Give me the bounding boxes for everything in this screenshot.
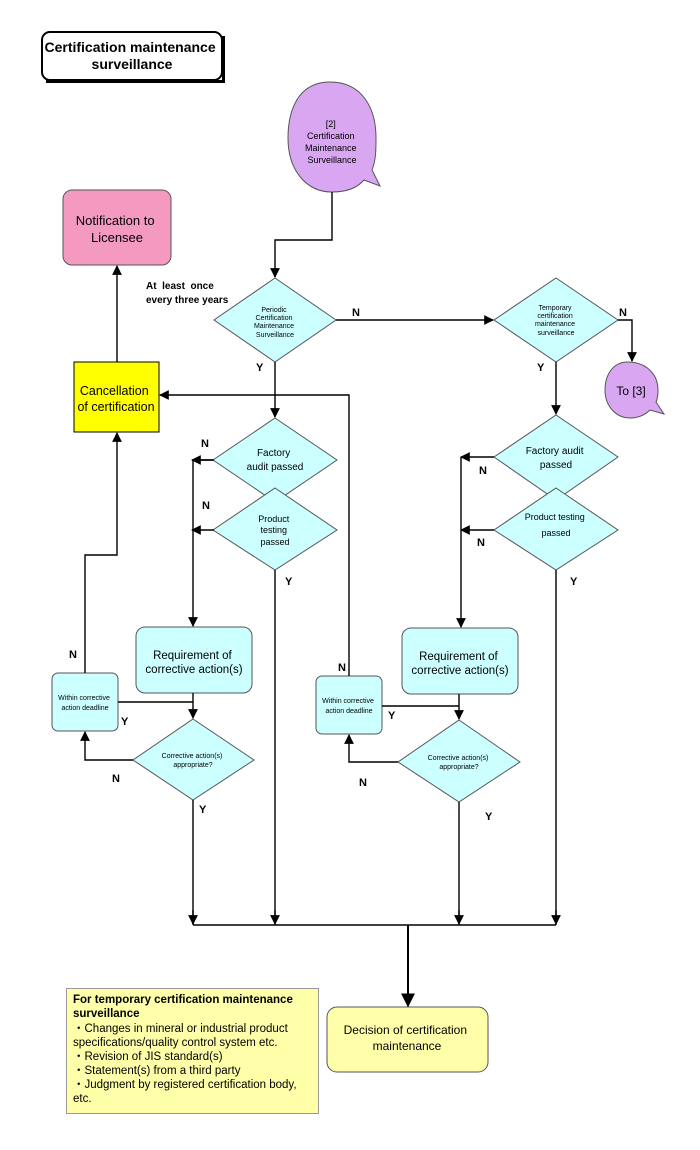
- title-box: Certification maintenance surveillance: [41, 31, 225, 83]
- label-appropriate-right-y: Y: [485, 811, 493, 823]
- appropriate-right: Corrective action(s) appropriate?: [397, 719, 521, 803]
- connectors: [80, 192, 637, 1008]
- svg-text:Within corrective action: Within corrective action deadline: [58, 695, 112, 712]
- start-node: [2] Certification Maintenance Surveillan…: [287, 81, 382, 193]
- label-deadline-left-n: N: [69, 649, 77, 661]
- svg-text:Product testing pa: Product testing passed: [258, 514, 292, 547]
- label-appropriate-right-n: N: [359, 777, 367, 789]
- svg-text:[2] Certification: [2] Certification Maintenance Surveillan…: [305, 119, 359, 165]
- note-title: For temporary certification maintenance …: [73, 994, 293, 1020]
- decision-node: Decision of certification maintenance: [326, 1006, 489, 1073]
- deadline-left: Within corrective action deadline: [51, 672, 119, 732]
- svg-text:Temporary certification: Temporary certification maintenance surv…: [535, 305, 577, 337]
- temporary-surveillance-note: For temporary certification maintenance …: [66, 988, 319, 1114]
- label-periodic-y: Y: [256, 362, 264, 374]
- factory-audit-left: Factory audit passed: [212, 417, 338, 503]
- svg-text:Certification maintenance: Certification maintenance surveillance: [44, 39, 219, 72]
- note-item: ・Statement(s) from a third party: [73, 1065, 241, 1077]
- svg-text:Notification to Licensee: Notification to Licensee: [76, 213, 158, 245]
- notification-node: Notification to Licensee: [62, 189, 172, 266]
- product-testing-left: Product testing passed: [212, 487, 338, 571]
- deadline-right: Within corrective action deadline: [315, 675, 383, 735]
- to-3-node: To [3]: [604, 361, 666, 419]
- svg-text:Requirement of correctiv: Requirement of corrective action(s): [145, 650, 242, 676]
- svg-text:Requirement of correctiv: Requirement of corrective action(s): [411, 651, 508, 677]
- svg-text:Corrective action(s) app: Corrective action(s) appropriate?: [162, 753, 225, 769]
- note-item: ・Judgment by registered certification bo…: [73, 1079, 297, 1105]
- cancellation-node: Cancellation of certification: [73, 361, 160, 433]
- label-appropriate-left-y: Y: [199, 804, 207, 816]
- factory-audit-right: Factory audit passed: [493, 414, 619, 501]
- label-periodic-n: N: [352, 307, 360, 319]
- label-product-right-n: N: [477, 537, 485, 549]
- appropriate-left: Corrective action(s) appropriate?: [132, 718, 255, 801]
- periodic-decision: Periodic Certification Maintenance Surve…: [213, 277, 337, 363]
- product-testing-right: Product testing passed: [493, 487, 619, 571]
- title-line-1: Certification maintenance: [44, 39, 215, 55]
- label-product-left-n: N: [202, 500, 210, 512]
- label-factory-right-n: N: [479, 465, 487, 477]
- label-deadline-right-n: N: [338, 662, 346, 674]
- svg-text:Factory audit passed: Factory audit passed: [247, 448, 304, 473]
- corrective-action-left: Requirement of corrective action(s): [135, 626, 253, 694]
- label-factory-left-n: N: [201, 438, 209, 450]
- svg-text:Periodic Certification: Periodic Certification Maintenance Surve…: [254, 307, 296, 339]
- corrective-action-right: Requirement of corrective action(s): [401, 627, 519, 695]
- branch-labels: N Y N Y N N Y N N Y N Y N Y N Y N Y: [69, 307, 627, 823]
- label-temporary-y: Y: [537, 362, 545, 374]
- svg-text:Decision of certification: Decision of certification maintenance: [344, 1023, 471, 1053]
- svg-text:Corrective action(s) app: Corrective action(s) appropriate?: [428, 755, 491, 771]
- label-appropriate-left-n: N: [112, 773, 120, 785]
- svg-text:Cancellation of certific: Cancellation of certification: [77, 384, 154, 414]
- frequency-note: At least once every three years: [146, 281, 229, 306]
- label-deadline-right-y: Y: [388, 710, 396, 722]
- label-product-right-y: Y: [570, 576, 578, 588]
- note-item: ・Revision of JIS standard(s): [73, 1051, 223, 1063]
- label-temporary-n: N: [619, 307, 627, 319]
- note-item: ・Changes in mineral or industrial produc…: [73, 1023, 288, 1049]
- temporary-decision: Temporary certification maintenance surv…: [493, 277, 619, 363]
- svg-text:To [3]: To [3]: [616, 384, 645, 398]
- label-product-left-y: Y: [285, 576, 293, 588]
- title-line-2: surveillance: [92, 56, 173, 72]
- svg-text:Factory audit passed: Factory audit passed: [526, 446, 587, 471]
- svg-text:Within corrective action: Within corrective action deadline: [322, 698, 376, 715]
- label-deadline-left-y: Y: [121, 716, 129, 728]
- svg-text:Product testing passed: Product testing passed: [525, 512, 588, 538]
